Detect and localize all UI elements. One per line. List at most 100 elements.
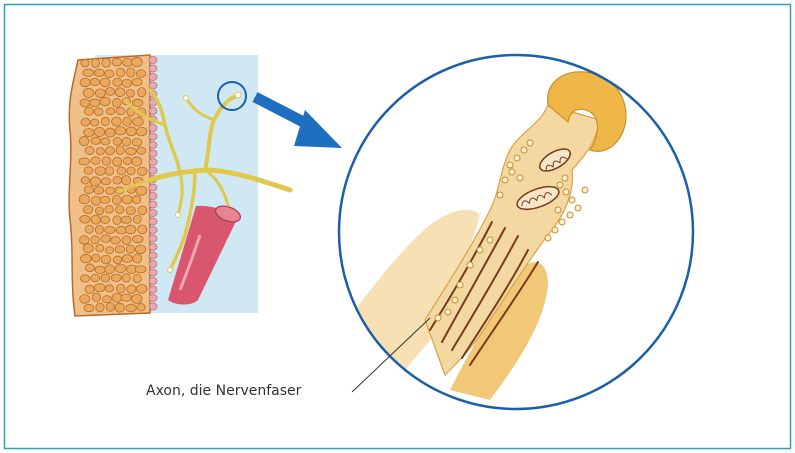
cell (113, 176, 122, 184)
cell (96, 244, 104, 251)
cell (101, 235, 111, 243)
cell (91, 274, 100, 281)
cell (126, 148, 137, 155)
vesicle (582, 187, 588, 193)
edge-cell (149, 184, 157, 191)
cell (101, 255, 111, 264)
axon-label: Axon, die Nervenfaser (146, 383, 301, 399)
vesicle (477, 247, 483, 253)
cell (115, 127, 126, 135)
cell (133, 215, 141, 223)
vesicle (497, 192, 503, 198)
vesicle (527, 140, 533, 146)
cell (116, 108, 125, 115)
cell (101, 178, 110, 185)
edge-cell (149, 108, 157, 115)
cell (116, 206, 124, 214)
cell (81, 59, 89, 67)
edge-cell (149, 261, 157, 268)
cell (105, 147, 114, 155)
cell (81, 177, 89, 184)
cell (102, 58, 111, 67)
vesicle (514, 155, 520, 161)
cell (122, 79, 131, 87)
edge-cell (149, 201, 157, 208)
cell (85, 147, 94, 155)
cell (127, 167, 135, 175)
vesicle (521, 147, 527, 153)
edge-cell (149, 167, 157, 174)
cell (117, 167, 126, 175)
cell (91, 157, 100, 165)
cell (100, 97, 110, 106)
cell (91, 58, 99, 67)
cell (116, 146, 124, 155)
cell (133, 274, 141, 282)
edge-cell (149, 210, 157, 217)
cell (105, 205, 113, 213)
cell (133, 236, 144, 243)
cell (132, 117, 143, 126)
cell (95, 167, 105, 176)
cell (105, 285, 113, 292)
cell (92, 254, 100, 262)
cell (105, 226, 115, 233)
cell (85, 225, 93, 233)
cell (80, 78, 90, 87)
vesicle (509, 169, 515, 175)
vesicle (545, 235, 551, 241)
edge-cell (149, 159, 157, 166)
cell (125, 225, 136, 234)
cell (105, 167, 113, 176)
vesicle (563, 189, 569, 195)
vesicle (569, 197, 575, 203)
cell (95, 225, 103, 234)
vesicle (457, 282, 463, 288)
edge-cell (149, 252, 157, 259)
cell (137, 167, 147, 175)
cell (91, 215, 100, 224)
cell (106, 247, 114, 254)
cell (95, 207, 103, 215)
cell (102, 157, 111, 166)
cell (113, 137, 121, 145)
cell (123, 58, 133, 66)
edge-cell (149, 244, 157, 251)
cell (132, 294, 142, 303)
cell (138, 225, 147, 234)
cell (84, 186, 93, 194)
cell (96, 148, 104, 155)
cell (80, 215, 90, 223)
cell (84, 129, 95, 137)
edge-cell (149, 57, 157, 64)
edge-cell (149, 218, 157, 225)
vesicle (555, 207, 561, 213)
edge-cell (149, 82, 157, 89)
vesicle (435, 315, 441, 321)
edge-cell (149, 142, 157, 149)
cell (127, 89, 135, 97)
cell (136, 127, 147, 136)
cell (84, 304, 94, 311)
cell (113, 78, 122, 86)
cell (85, 285, 94, 293)
cell (84, 167, 93, 174)
cell (133, 254, 142, 263)
cell (132, 196, 140, 204)
cell (121, 294, 131, 301)
cell (113, 157, 122, 166)
cell (83, 88, 94, 97)
edge-cell (149, 227, 157, 234)
cell (81, 254, 92, 263)
vesicle (452, 297, 458, 303)
cell (91, 196, 101, 205)
edge-cell (149, 150, 157, 157)
cell (122, 176, 131, 185)
cell (106, 108, 114, 115)
cell (100, 196, 110, 203)
cell (116, 284, 125, 293)
cell (122, 236, 131, 245)
cell (103, 296, 112, 303)
cell (132, 138, 142, 146)
